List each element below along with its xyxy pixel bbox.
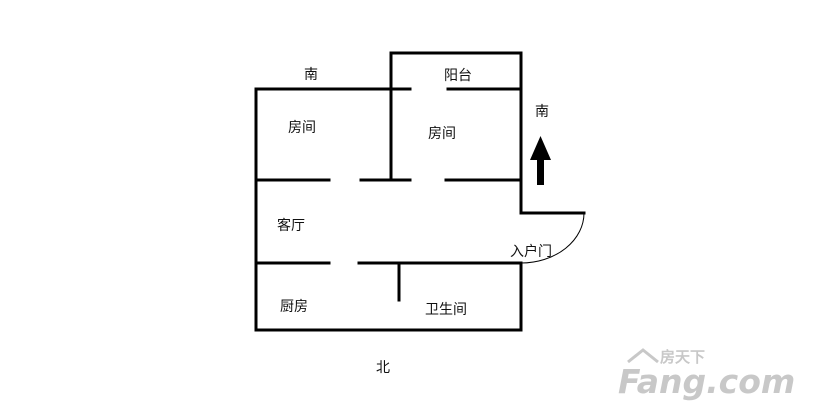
label-balcony: 阳台 <box>444 68 472 84</box>
entrance-door-swing <box>520 212 585 264</box>
house-roof-icon <box>627 348 659 364</box>
label-room-left: 房间 <box>288 120 316 136</box>
fang-logo-watermark: 房天下 Fang.com <box>618 348 795 401</box>
walls <box>254 51 586 332</box>
label-room-right: 房间 <box>428 126 456 142</box>
label-south-top: 南 <box>304 67 318 83</box>
watermark-cn: 房天下 <box>660 348 705 366</box>
label-entrance-door: 入户门 <box>510 243 552 260</box>
watermark-en: Fang.com <box>618 362 795 401</box>
label-south-right: 南 <box>535 104 549 120</box>
north-arrow-icon <box>530 136 551 185</box>
label-bathroom: 卫生间 <box>425 302 467 318</box>
label-north: 北 <box>376 360 390 376</box>
label-kitchen: 厨房 <box>280 299 308 315</box>
label-living-room: 客厅 <box>277 217 305 234</box>
